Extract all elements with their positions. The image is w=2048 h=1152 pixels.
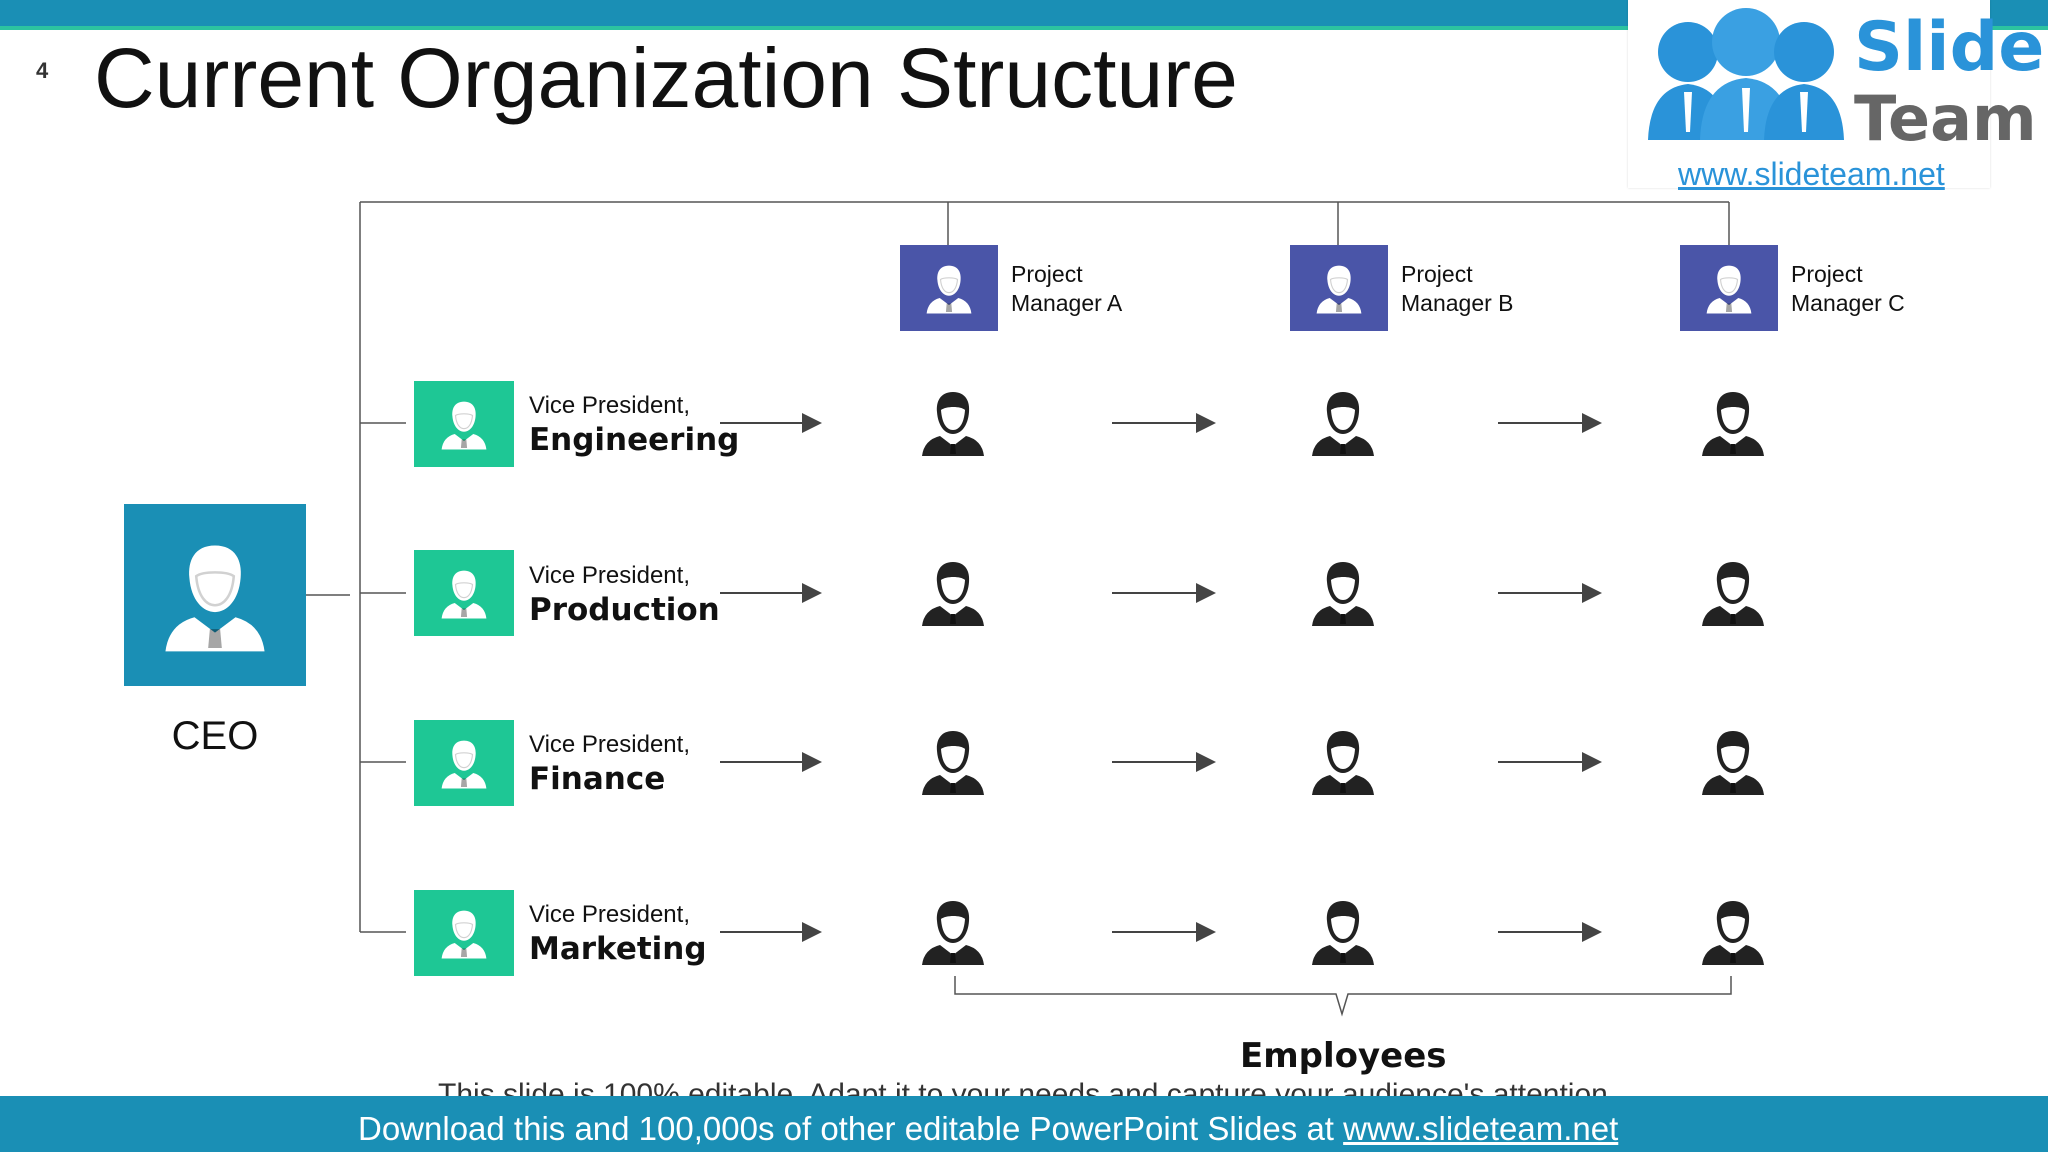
pm-label-b-line1: Project <box>1401 261 1473 287</box>
person-silhouette-icon <box>440 400 488 451</box>
pm-box-b[interactable] <box>1290 245 1388 331</box>
pm-label-b: Project Manager B <box>1401 260 1514 318</box>
slide-number: 4 <box>36 58 49 83</box>
vp-dept-engineering: Engineering <box>529 422 740 458</box>
employee-icon <box>1312 392 1374 456</box>
ceo-label: CEO <box>171 714 259 758</box>
logo-people-icon <box>1648 8 1844 140</box>
vp-dept-finance: Finance <box>529 761 666 797</box>
person-silhouette-icon <box>440 739 488 790</box>
pm-label-a-line2: Manager A <box>1011 290 1123 316</box>
employee-icon <box>1702 901 1764 965</box>
person-silhouette-icon <box>440 909 488 960</box>
employee-icon <box>1702 392 1764 456</box>
vp-title-marketing: Vice President, <box>529 901 690 928</box>
vp-dept-production: Production <box>529 592 720 628</box>
footer-link[interactable]: www.slideteam.net <box>1343 1110 1619 1147</box>
person-silhouette-icon <box>1315 264 1363 315</box>
person-silhouette-icon <box>440 569 488 620</box>
vp-dept-marketing: Marketing <box>529 931 707 967</box>
pm-label-b-line2: Manager B <box>1401 290 1514 316</box>
logo-word-team: Team <box>1854 82 2037 155</box>
top-accent-strip <box>0 26 2048 30</box>
person-silhouette-icon <box>1705 264 1753 315</box>
pm-label-c-line1: Project <box>1791 261 1863 287</box>
vp-title-production: Vice President, <box>529 562 690 589</box>
vp-box-production[interactable] <box>414 550 514 636</box>
employees-brace <box>954 976 1732 1017</box>
pm-box-c[interactable] <box>1680 245 1778 331</box>
vp-box-engineering[interactable] <box>414 381 514 467</box>
employee-icon <box>922 392 984 456</box>
vp-box-finance[interactable] <box>414 720 514 806</box>
employee-icon <box>922 731 984 795</box>
employee-icon <box>1312 562 1374 626</box>
pm-label-c-line2: Manager C <box>1791 290 1905 316</box>
pm-box-a[interactable] <box>900 245 998 331</box>
pm-label-a-line1: Project <box>1011 261 1083 287</box>
vp-box-marketing[interactable] <box>414 890 514 976</box>
employees-label: Employees <box>1240 1036 1447 1076</box>
vp-title-engineering: Vice President, <box>529 392 690 419</box>
footer-text: Download this and 100,000s of other edit… <box>358 1110 1618 1148</box>
logo-url-link[interactable]: www.slideteam.net <box>1678 156 1945 192</box>
employee-icon <box>1312 731 1374 795</box>
footer-bar <box>0 1096 2048 1152</box>
logo-word-slide: Slide <box>1854 8 2045 87</box>
employee-icon <box>922 901 984 965</box>
employee-icon <box>1702 562 1764 626</box>
person-silhouette-icon <box>925 264 973 315</box>
footer-message: Download this and 100,000s of other edit… <box>358 1110 1344 1147</box>
ceo-box[interactable] <box>124 504 306 686</box>
employee-icon <box>1312 901 1374 965</box>
employee-icon <box>922 562 984 626</box>
employee-icon <box>1702 731 1764 795</box>
pm-label-a: Project Manager A <box>1011 260 1122 318</box>
employee-icons <box>922 392 1764 965</box>
pm-label-c: Project Manager C <box>1791 260 1905 318</box>
vp-title-finance: Vice President, <box>529 731 690 758</box>
person-silhouette-icon <box>164 544 266 653</box>
slide-title: Current Organization Structure <box>94 31 1238 125</box>
